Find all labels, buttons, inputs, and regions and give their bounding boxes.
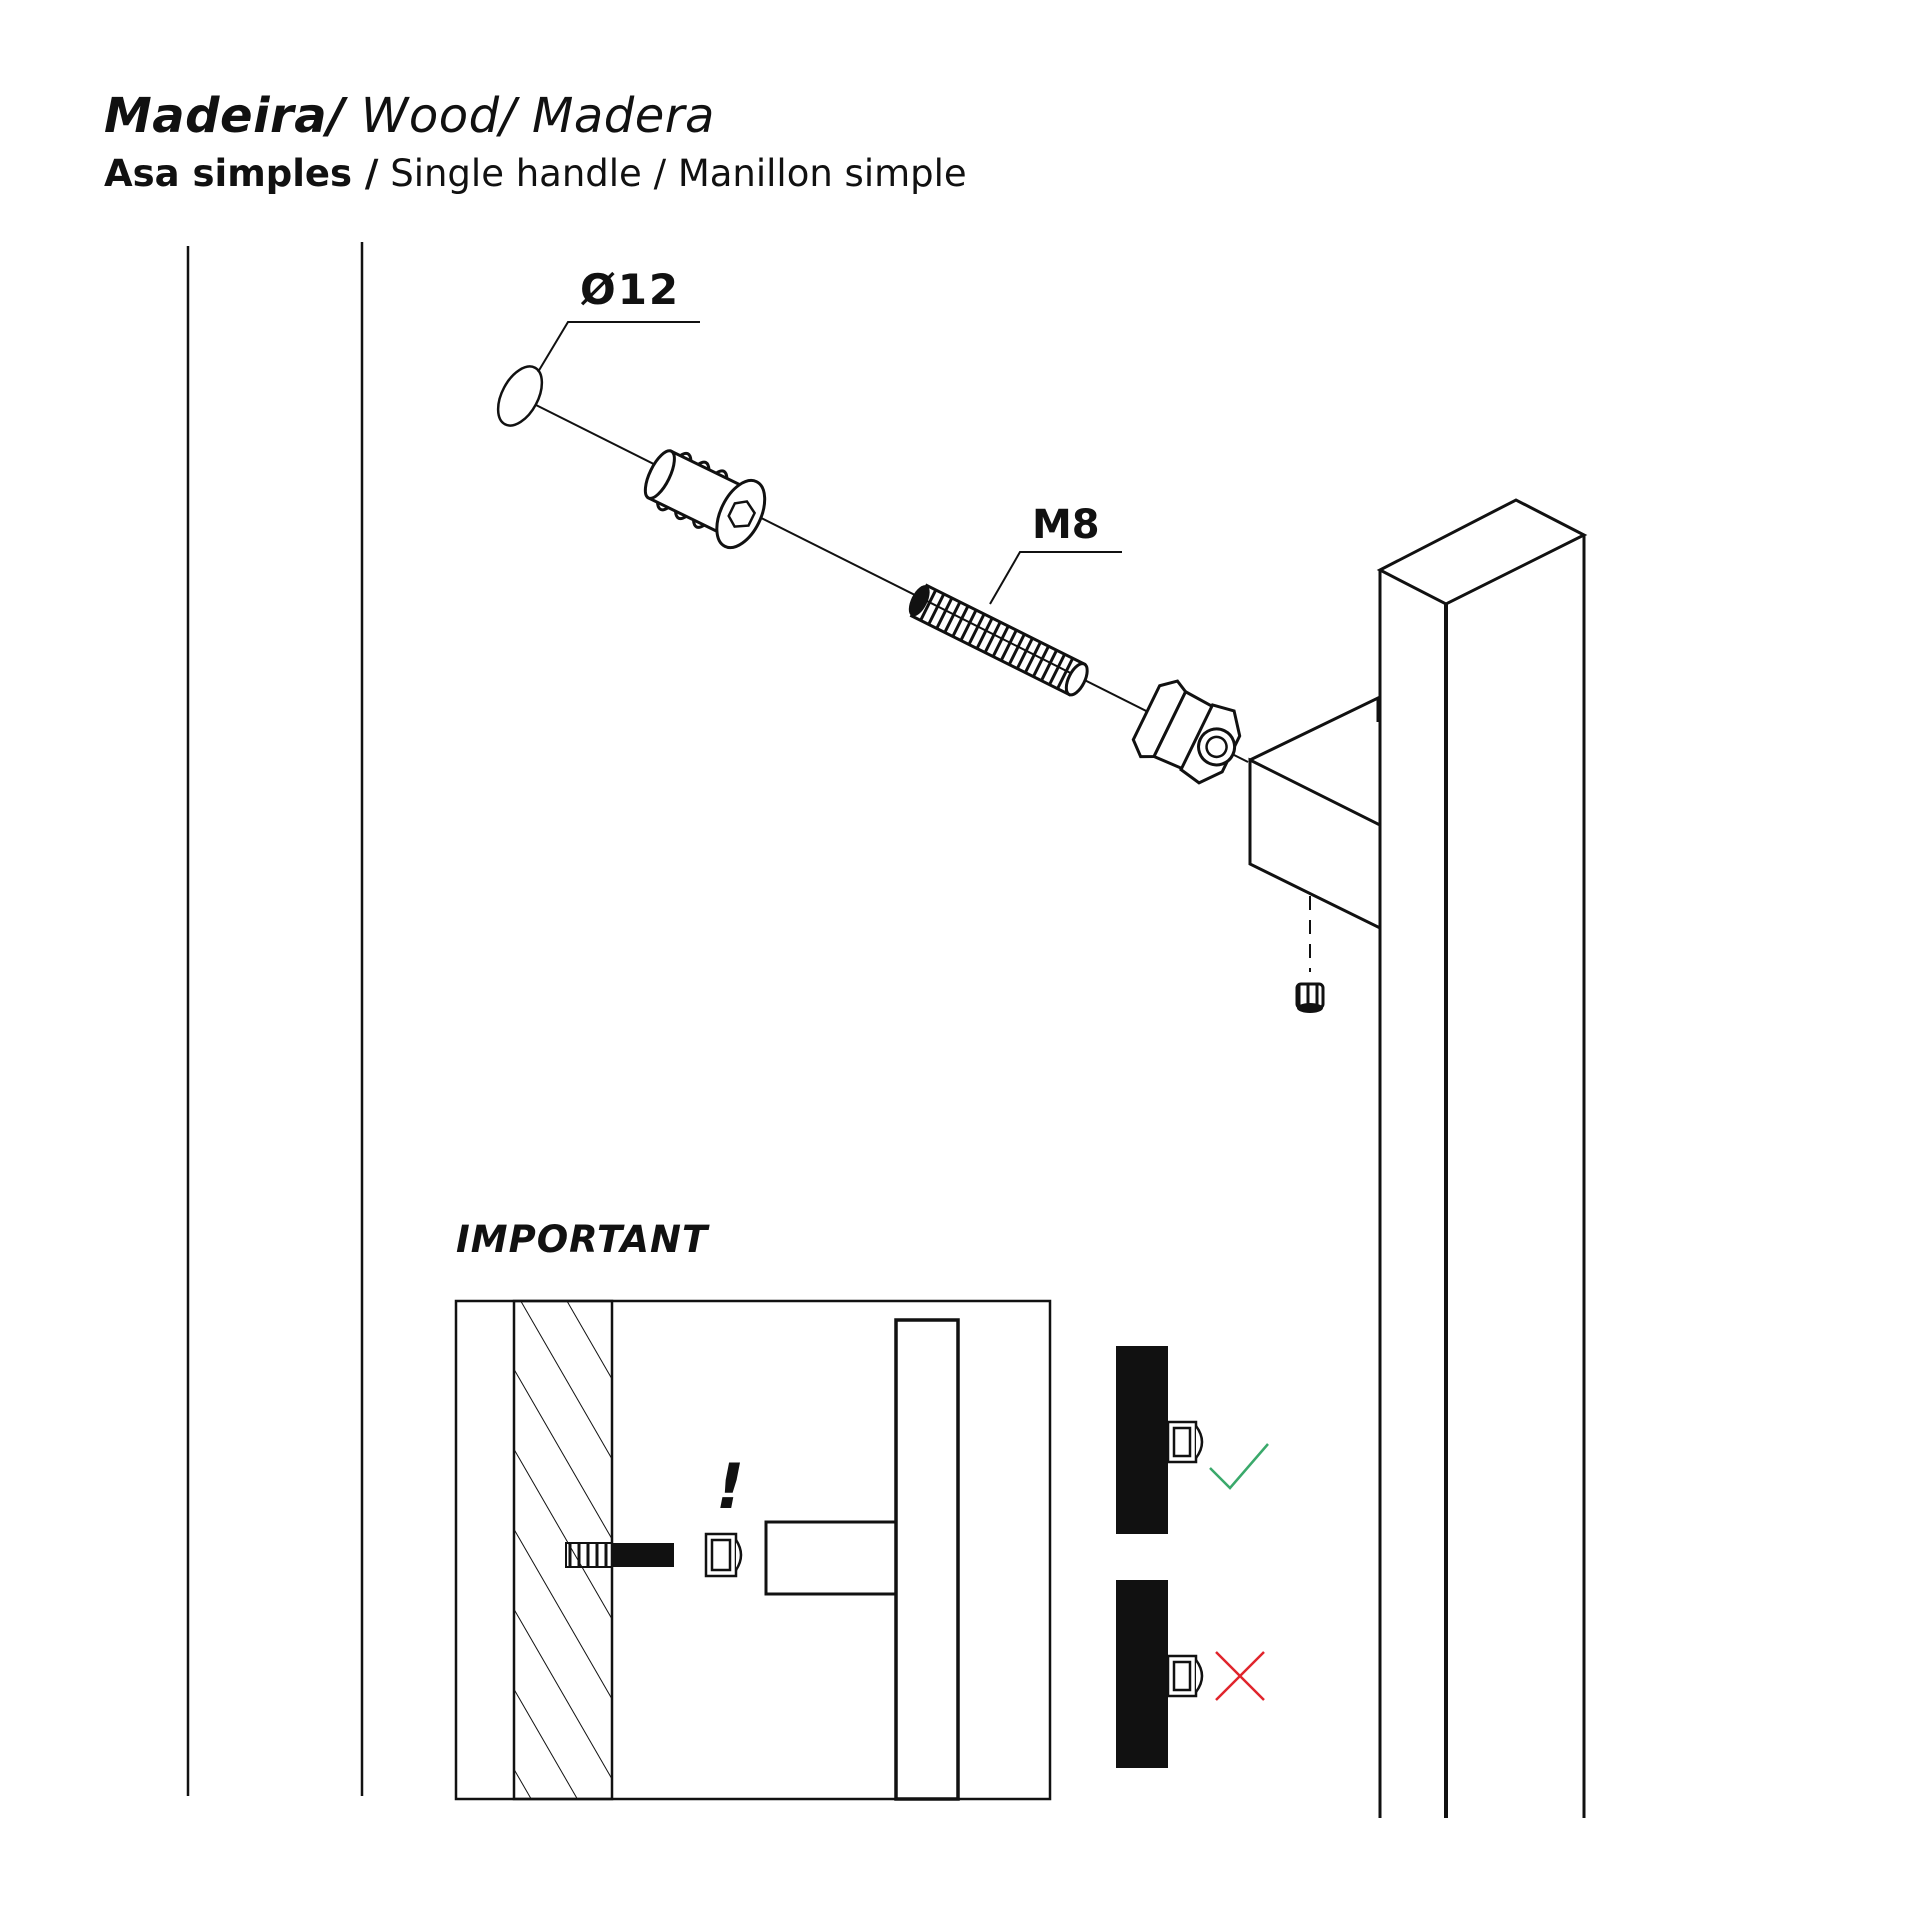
- handle-standoff: [1248, 695, 1382, 931]
- thread-leader: [989, 551, 1122, 605]
- thread-label: M8: [1032, 502, 1100, 548]
- section-handle: [894, 1318, 960, 1801]
- diameter-label: Ø12: [580, 265, 680, 314]
- assembly-axis: [521, 397, 1249, 763]
- important-heading: IMPORTANT: [456, 1218, 709, 1261]
- drill-hole: [496, 365, 544, 427]
- section-nut: [704, 1532, 743, 1578]
- page-subtitle: Asa simples / Single handle / Manillon s…: [104, 152, 967, 195]
- set-screw: [1295, 982, 1325, 1013]
- important-detail-box: !: [454, 1299, 1052, 1801]
- threaded-rod: [908, 583, 1089, 697]
- handle-bar: [1376, 498, 1588, 1818]
- warning-mark: !: [716, 1450, 744, 1523]
- correct-example: [1116, 1346, 1269, 1534]
- diameter-leader: [537, 321, 700, 373]
- subtitle-translations: Single handle / Manillon simple: [378, 152, 967, 195]
- section-standoff: [764, 1520, 898, 1596]
- hex-nut: [1131, 679, 1242, 785]
- threaded-insert: [643, 449, 767, 550]
- section-insert: [565, 1542, 674, 1568]
- title-primary: Madeira/: [104, 88, 346, 144]
- page-title: Madeira/ Wood/ Madera: [104, 88, 715, 144]
- cross-icon: [1215, 1651, 1265, 1701]
- subtitle-primary: Asa simples /: [104, 152, 379, 195]
- check-icon: [1209, 1443, 1269, 1490]
- incorrect-example: [1116, 1580, 1265, 1768]
- title-translations: Wood/ Madera: [345, 88, 715, 144]
